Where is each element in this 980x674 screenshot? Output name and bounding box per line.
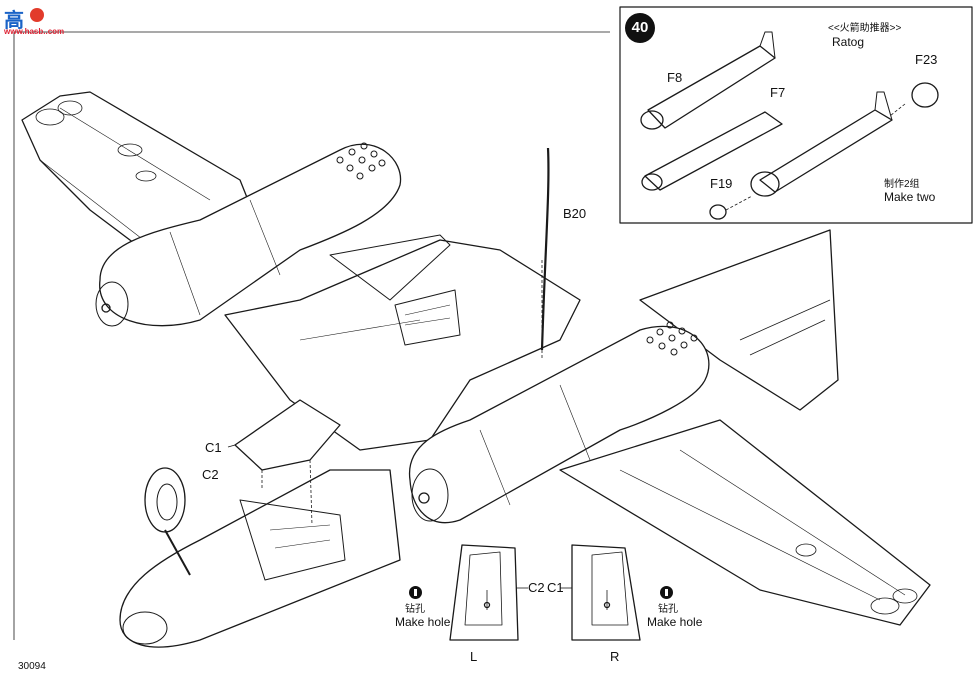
part-label-f23: F23 — [915, 52, 938, 67]
make-hole-en-left: Make hole — [395, 615, 451, 629]
page-number: 30094 — [18, 661, 46, 672]
ratog-title-en: Ratog — [832, 35, 865, 49]
make-hole-en-right: Make hole — [647, 615, 703, 629]
part-label-b20: B20 — [563, 206, 587, 221]
detail-left-part: C2 — [528, 580, 545, 595]
detail-right-panel — [571, 544, 641, 641]
part-label-c2: C2 — [202, 467, 219, 482]
ratog-title-cn: <<火箭助推器>> — [828, 23, 902, 34]
watermark-dot-icon — [30, 8, 44, 22]
nose-gear-bay — [239, 499, 346, 581]
watermark-logo: 高 www.hasb..com — [4, 4, 74, 38]
detail-left-panel — [449, 544, 519, 641]
drill-hole-icon-left — [409, 586, 422, 599]
drill-hole-icon-right — [660, 586, 673, 599]
make-two-en: Make two — [884, 190, 936, 204]
make-hole-cn-left: 钻孔 — [405, 604, 425, 615]
ratog-parts — [640, 31, 939, 220]
part-label-f19: F19 — [710, 176, 733, 191]
part-label-f8: F8 — [667, 70, 683, 85]
detail-right-part: C1 — [547, 580, 564, 595]
side-label-l: L — [470, 649, 478, 664]
cockpit-panel — [394, 289, 461, 346]
part-label-f7: F7 — [770, 85, 786, 100]
antenna-b20 — [540, 147, 550, 351]
watermark-text: 高 — [4, 8, 26, 32]
nacelle-vent-holes — [336, 142, 386, 180]
part-label-c1: C1 — [205, 440, 222, 455]
gear-door-c1 — [234, 399, 341, 471]
watermark-url: www.hasb..com — [4, 27, 65, 36]
step-number-badge: 40 — [625, 13, 655, 43]
make-two-cn: 制作2组 — [884, 179, 920, 190]
make-hole-cn-right: 钻孔 — [658, 604, 678, 615]
side-label-r: R — [610, 649, 620, 664]
ratog-inset-box — [619, 6, 973, 224]
nose-wheel — [144, 467, 186, 533]
